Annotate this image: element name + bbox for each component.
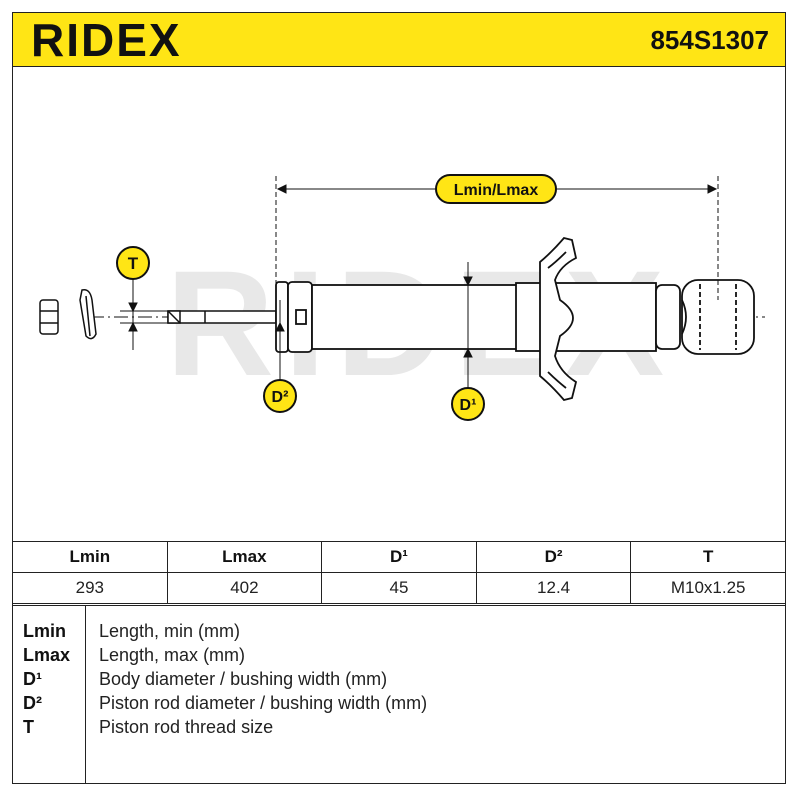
legend-key: Lmax: [23, 645, 71, 665]
specs-value-row: 293 402 45 12.4 M10x1.25: [12, 572, 786, 604]
legend-divider: [85, 606, 86, 783]
legend-desc: Length, max (mm): [99, 645, 246, 665]
legend-key: T: [23, 717, 34, 737]
legend-item: Lmax Length, max (mm): [13, 643, 773, 667]
header-d1: D¹: [321, 541, 477, 573]
legend-desc: Length, min (mm): [99, 621, 241, 641]
legend-desc: Body diameter / bushing width (mm): [99, 669, 388, 689]
header-bar: RIDEX 854S1307: [12, 12, 786, 67]
value-d2: 12.4: [475, 572, 632, 604]
header-d2: D²: [475, 541, 632, 573]
brand-logo: RIDEX: [31, 14, 182, 66]
value-d1: 45: [321, 572, 477, 604]
value-lmax: 402: [166, 572, 323, 604]
specs-header-row: Lmin Lmax D¹ D² T: [12, 541, 786, 573]
header-t: T: [630, 541, 786, 573]
legend-key: Lmin: [23, 621, 66, 641]
value-t: M10x1.25: [630, 572, 786, 604]
part-number: 854S1307: [650, 25, 769, 55]
legend-key: D²: [23, 693, 42, 713]
legend-item: D¹ Body diameter / bushing width (mm): [13, 667, 773, 691]
specs-table: Lmin Lmax D¹ D² T 293 402 45 12.4 M10x1.…: [12, 541, 786, 604]
legend-item: Lmin Length, min (mm): [13, 619, 773, 643]
value-lmin: 293: [12, 572, 168, 604]
legend-desc: Piston rod diameter / bushing width (mm): [99, 693, 428, 713]
legend-item: D² Piston rod diameter / bushing width (…: [13, 691, 773, 715]
legend-item: T Piston rod thread size: [13, 715, 773, 739]
legend-desc: Piston rod thread size: [99, 717, 274, 737]
legend-key: D¹: [23, 669, 42, 689]
header-lmin: Lmin: [12, 541, 168, 573]
header-lmax: Lmax: [166, 541, 323, 573]
legend: Lmin Length, min (mm) Lmax Length, max (…: [12, 605, 786, 784]
